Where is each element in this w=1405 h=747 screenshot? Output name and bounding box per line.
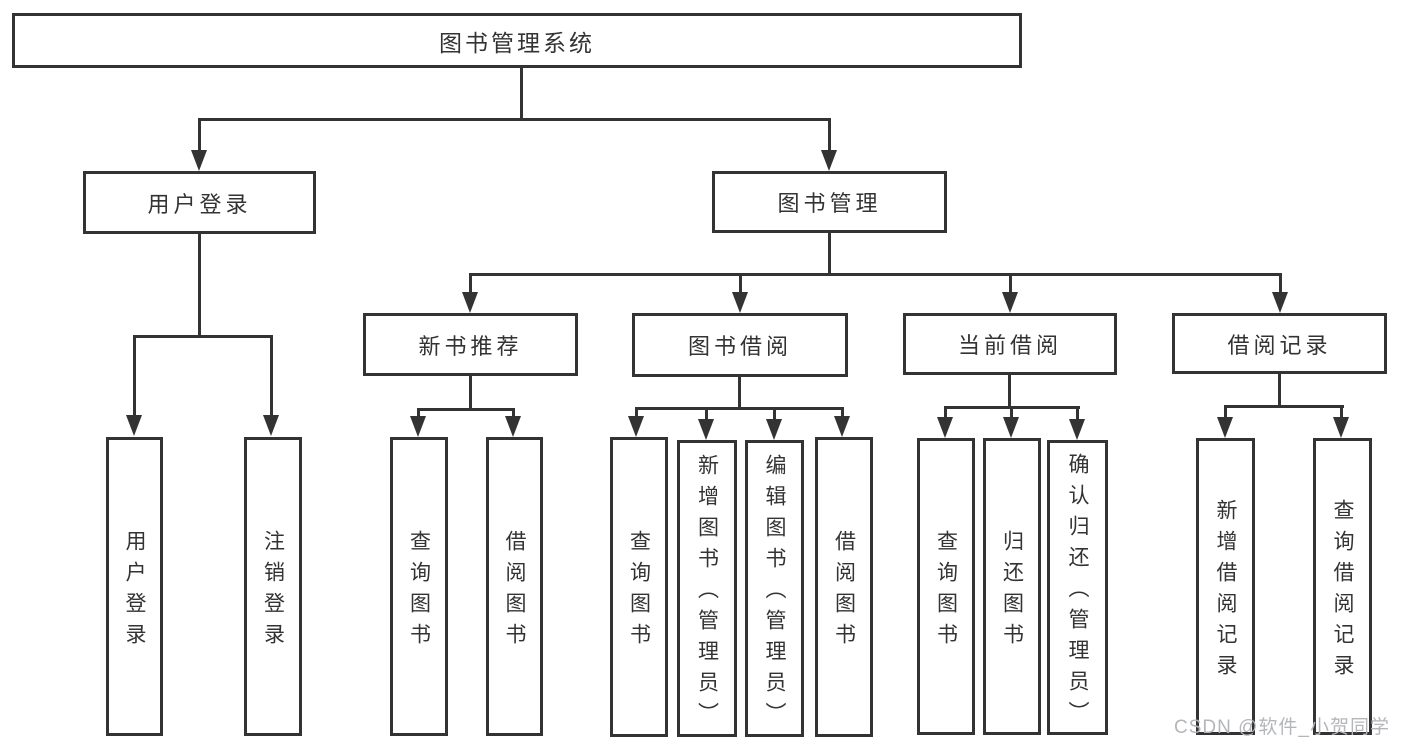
leaf-borrow-add-books-admin-label: 新增图书（管理员） [695,454,719,733]
connector-line [417,408,420,418]
connector-line [1008,375,1011,406]
connector-line [198,234,201,335]
node-book-borrowing-label: 图书借阅 [687,334,792,359]
leaf-current-return-books: 归还图书 [983,438,1041,735]
leaf-user-login: 用户登录 [106,437,163,736]
leaf-current-confirm-return-admin-label: 确认归还（管理员） [1066,453,1089,732]
arrowhead-icon [410,416,426,437]
connector-line [828,233,831,273]
leaf-user-login-label: 用户登录 [123,529,146,654]
connector-line [738,377,741,407]
leaf-current-query-books: 查询图书 [917,438,975,735]
csdn-watermark: CSDN @软件_小贺同学 [1174,717,1390,738]
connector-line [1224,405,1227,417]
leaf-borrow-borrow-books: 借阅图书 [815,437,873,737]
connector-line [198,118,831,121]
arrowhead-icon [1003,417,1019,438]
node-current-borrowing: 当前借阅 [903,313,1117,375]
arrowhead-icon [263,415,279,436]
node-user-login: 用户登录 [83,171,316,234]
arrowhead-icon [1069,419,1085,440]
arrowhead-icon [766,419,782,440]
connector-line [739,273,742,295]
connector-line [841,407,844,417]
connector-line [1278,374,1281,405]
connector-line [705,407,708,419]
leaf-current-confirm-return-admin: 确认归还（管理员） [1047,440,1108,735]
leaf-current-query-books-label: 查询图书 [934,529,958,654]
leaf-logout-login-label: 注销登录 [261,529,285,654]
arrowhead-icon [126,415,142,436]
node-borrowing-records-label: 借阅记录 [1227,332,1332,358]
leaf-borrow-add-books-admin: 新增图书（管理员） [677,440,737,737]
connector-line [1009,273,1012,295]
connector-line [944,406,947,417]
arrowhead-icon [937,417,953,438]
leaf-borrow-query-books-label: 查询图书 [627,530,651,654]
leaf-borrow-edit-books-admin: 编辑图书（管理员） [745,440,804,737]
node-new-book-recommend-label: 新书推荐 [418,333,523,359]
arrowhead-icon [1002,292,1018,313]
leaf-record-add-borrow-record-label: 新增借阅记录 [1214,498,1237,685]
node-new-book-recommend: 新书推荐 [363,313,578,376]
leaf-newrec-borrow-books-label: 借阅图书 [503,529,526,654]
leaf-newrec-query-books-label: 查询图书 [407,529,431,654]
leaf-record-query-borrow-record-label: 查询借阅记录 [1331,498,1354,685]
leaf-newrec-query-books: 查询图书 [390,437,448,736]
connector-line [198,118,201,154]
node-book-management: 图书管理 [712,171,947,233]
node-borrowing-records: 借阅记录 [1172,313,1387,374]
connector-line [1279,273,1282,295]
connector-line [828,118,831,154]
connector-line [512,408,515,418]
leaf-record-query-borrow-record: 查询借阅记录 [1313,438,1372,735]
arrowhead-icon [1333,417,1349,438]
connector-line [773,407,776,419]
connector-line [1224,405,1344,408]
connector-line [417,408,515,411]
connector-line [1010,406,1013,417]
node-root-library-management-system: 图书管理系统 [12,13,1022,68]
connector-line [1340,405,1343,417]
node-book-borrowing: 图书借阅 [632,313,848,377]
connector-line [133,335,273,338]
arrowhead-icon [191,150,207,171]
node-root-label: 图书管理系统 [439,29,595,56]
leaf-borrow-edit-books-admin-label: 编辑图书（管理员） [763,454,786,733]
connector-line [469,273,472,295]
arrowhead-icon [628,416,644,437]
leaf-logout-login: 注销登录 [244,437,302,736]
arrowhead-icon [698,419,714,440]
leaf-borrow-borrow-books-label: 借阅图书 [832,530,856,654]
arrowhead-icon [1272,292,1288,313]
node-current-borrowing-label: 当前借阅 [957,333,1062,358]
node-book-management-label: 图书管理 [777,191,882,216]
arrowhead-icon [1217,417,1233,438]
connector-line [635,407,638,417]
arrowhead-icon [732,292,748,313]
leaf-current-return-books-label: 归还图书 [1000,529,1024,654]
leaf-borrow-query-books: 查询图书 [610,437,668,737]
connector-line [1076,406,1079,419]
arrowhead-icon [462,292,478,313]
arrowhead-icon [834,416,850,437]
arrowhead-icon [505,416,521,437]
connector-line [469,273,1282,276]
connector-line [469,376,472,408]
leaf-newrec-borrow-books: 借阅图书 [486,437,543,736]
connector-line [520,68,523,118]
connector-line [635,407,844,410]
leaf-record-add-borrow-record: 新增借阅记录 [1196,438,1255,735]
connector-line [133,335,136,419]
connector-line [270,335,273,419]
node-user-login-label: 用户登录 [147,191,252,217]
arrowhead-icon [821,150,837,171]
